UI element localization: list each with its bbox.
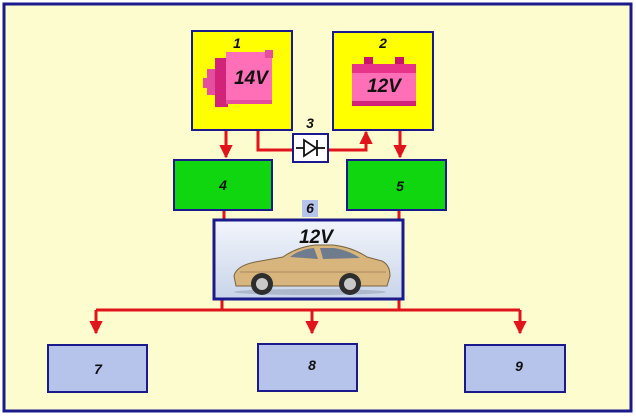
battery-icon — [352, 57, 416, 106]
consumer-7-number: 7 — [94, 361, 103, 377]
battery-number: 2 — [378, 35, 387, 51]
controller-4-number: 4 — [218, 177, 227, 193]
generator-icon — [203, 50, 273, 107]
controller-5-number: 5 — [396, 178, 404, 194]
consumer-9-number: 9 — [515, 358, 523, 374]
generator-voltage: 14V — [234, 68, 269, 89]
vehicle-voltage: 12V — [299, 227, 334, 248]
wiring — [89, 130, 527, 335]
vehicle-box: 12V — [212, 218, 405, 301]
wire-diode-to-battery — [328, 130, 373, 152]
controller-4-box: 4 — [173, 159, 273, 211]
consumer-7-box: 7 — [47, 344, 148, 393]
generator-number: 1 — [233, 35, 241, 51]
consumer-8-box: 8 — [257, 343, 358, 392]
generator-box: 1 14V — [191, 30, 293, 131]
vehicle-number-tag: 6 — [302, 200, 318, 217]
wire-generator-to-diode — [256, 130, 297, 152]
consumer-9-box: 9 — [464, 344, 566, 393]
battery-box: 2 12V — [332, 31, 434, 131]
consumer-8-number: 8 — [308, 357, 316, 373]
controller-5-box: 5 — [346, 159, 447, 211]
vehicle-number: 6 — [306, 200, 314, 216]
diode-component: 3 — [292, 115, 329, 163]
battery-voltage: 12V — [367, 76, 402, 97]
diode-number: 3 — [306, 115, 314, 131]
car-icon — [233, 244, 391, 295]
diode-icon — [296, 138, 325, 158]
